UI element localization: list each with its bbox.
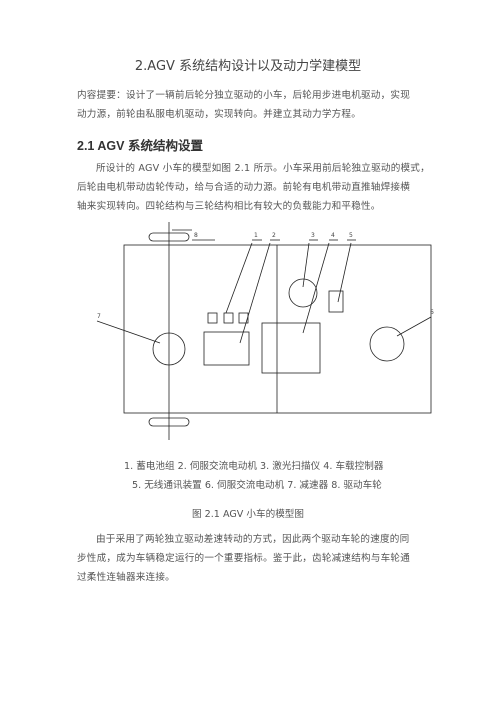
after-line-2: 步性成，成为车辆稳定运行的一个重要指标。鉴于此，齿轮减速结构与车轮通 [77, 553, 410, 564]
callout-1: 1 [254, 232, 258, 239]
section-heading: 2.1 AGV 系统结构设置 [77, 139, 203, 153]
laser-scanner-circle [288, 278, 318, 308]
callout-7: 7 [97, 313, 101, 320]
summary-line-2: 动力源，前轮由私服电机驱动，实现转向。并建立其动力学方程。 [77, 109, 362, 120]
battery-cell-2 [223, 312, 234, 324]
callout-6: 6 [430, 309, 434, 316]
paragraph-line-1: 所设计的 AGV 小车的模型如图 2.1 所示。小车采用前后轮独立驱动的模式， [96, 163, 430, 174]
after-line-1: 由于采用了两轮独立驱动差速转动的方式，因此两个驱动车轮的速度的同 [96, 534, 410, 545]
after-line-3: 过柔性连轴器来连接。 [77, 572, 175, 583]
battery-cell-1 [207, 312, 218, 324]
summary-line-1: 内容提要：设计了一辆前后轮分独立驱动的小车，后轮用步进电机驱动，实现 [77, 90, 410, 101]
page-title: 2.AGV 系统结构设计以及动力学建模型 [134, 59, 362, 74]
motor-circle-right [369, 326, 405, 362]
servo-motor-box [203, 331, 250, 366]
wheel-top [148, 232, 190, 242]
callout-2: 2 [272, 232, 276, 239]
figure-legend-line-2: 5. 无线通讯装置 6. 伺服交流电动机 7. 减速器 8. 驱动车轮 [132, 480, 382, 491]
battery-cell-3 [238, 312, 249, 324]
reducer-circle [152, 332, 186, 366]
callout-4: 4 [331, 232, 335, 239]
callout-8: 8 [194, 232, 198, 239]
callout-3: 3 [311, 232, 315, 239]
chassis-outline [123, 244, 432, 414]
wheel-bottom [148, 417, 190, 427]
figure-legend-line-1: 1. 蓄电池组 2. 伺服交流电动机 3. 激光扫描仪 4. 车载控制器 [124, 461, 384, 472]
controller-box [261, 322, 321, 374]
paragraph-line-2: 后轮由电机带动齿轮传动，给与合适的动力源。前轮有电机带动直推轴焊接横 [77, 182, 410, 193]
figure-caption: 图 2.1 AGV 小车的模型图 [192, 509, 304, 520]
paragraph-line-3: 轴来实现转向。四轮结构与三轮结构相比有较大的负载能力和平稳性。 [77, 201, 381, 212]
wireless-device-box [328, 290, 344, 313]
callout-5: 5 [349, 232, 353, 239]
